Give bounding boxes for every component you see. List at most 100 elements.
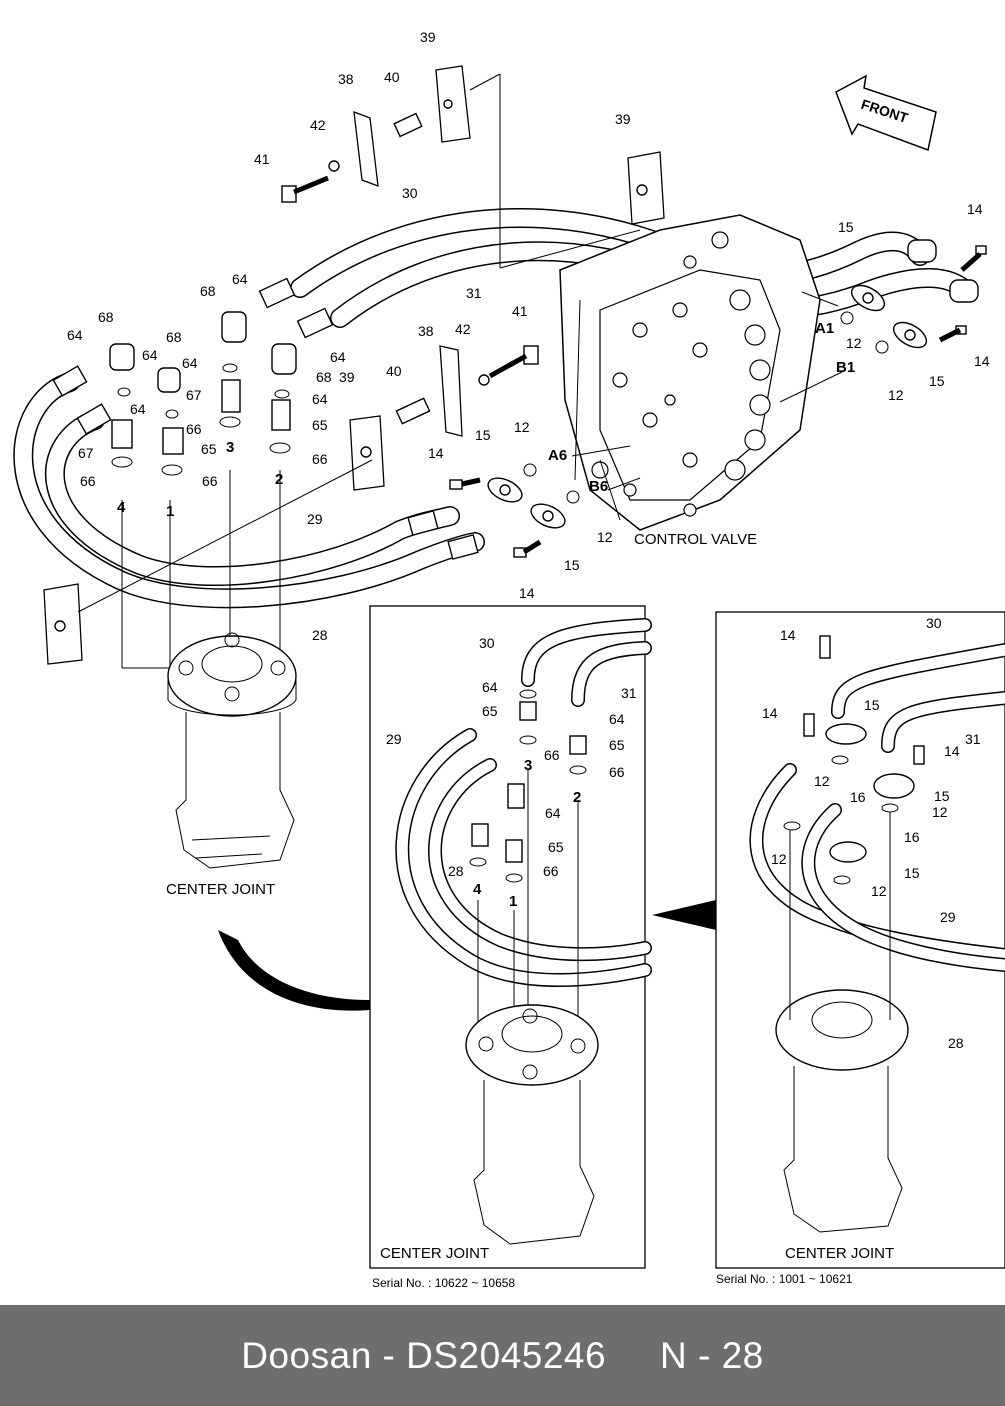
part-number-callout: 39	[339, 369, 355, 385]
part-number-callout: 30	[402, 185, 418, 201]
port-a6-label: A6	[548, 447, 567, 464]
part-number-callout: 68	[98, 309, 114, 325]
part-number-callout: 12	[871, 883, 887, 899]
inset-a-port-2-label: 2	[573, 789, 581, 806]
part-number-callout: 64	[182, 355, 198, 371]
part-number-callout: 15	[934, 788, 950, 804]
inset-a-port-1-label: 1	[509, 893, 517, 910]
leader-lines	[77, 73, 843, 669]
part-number-callout: 65	[482, 703, 498, 719]
part-number-callout: 64	[232, 271, 248, 287]
footer-bar: Doosan - DS2045246 N - 28	[0, 1305, 1005, 1406]
part-number-callout: 42	[455, 321, 471, 337]
part-number-callout: 67	[186, 387, 202, 403]
hose-end-fittings	[52, 239, 979, 560]
part-number-callout: 15	[904, 865, 920, 881]
callouts-inset-b: 14 30 14 15 31 14 12 16 15 12 16 12 15 1…	[762, 615, 981, 1051]
triangle-pointer-icon	[652, 900, 716, 930]
flanges	[449, 245, 987, 558]
part-number-callout: 65	[312, 417, 328, 433]
part-number-callout: 64	[312, 391, 328, 407]
part-number-callout: 66	[543, 863, 559, 879]
center-joint-inset-a-label: CENTER JOINT	[380, 1245, 489, 1262]
part-number-callout: 65	[609, 737, 625, 753]
part-number-callout: 66	[202, 473, 218, 489]
inset-a-port-3-label: 3	[524, 757, 532, 774]
part-number-callout: 29	[386, 731, 402, 747]
part-number-callout: 38	[418, 323, 434, 339]
part-number-callout: 66	[544, 747, 560, 763]
part-number-callout: 64	[130, 401, 146, 417]
part-number-callout: 12	[932, 804, 948, 820]
part-number-callout: 16	[850, 789, 866, 805]
part-number-callout: 38	[338, 71, 354, 87]
part-number-callout: 41	[254, 151, 270, 167]
fittings-left	[109, 311, 297, 476]
part-number-callout: 42	[310, 117, 326, 133]
part-number-callout: 12	[814, 773, 830, 789]
part-number-callout: 14	[944, 743, 960, 759]
inset-b-frame	[715, 611, 1005, 1269]
part-number-callout: 64	[330, 349, 346, 365]
control-valve-label: CONTROL VALVE	[634, 531, 757, 548]
part-number-callout: 30	[926, 615, 942, 631]
callouts-inset-a: 30 31 64 65 29 66 64 65 66 64 65 28 66	[386, 635, 637, 879]
port-b1-label: B1	[836, 359, 855, 376]
serial-b-label: Serial No. : 1001 ~ 10621	[716, 1272, 853, 1286]
center-joint-main	[167, 632, 297, 869]
part-number-callout: 29	[307, 511, 323, 527]
part-number-callout: 12	[771, 851, 787, 867]
part-number-callout: 68	[200, 283, 216, 299]
part-number-callout: 16	[904, 829, 920, 845]
part-number-callout: 29	[940, 909, 956, 925]
clamp-assembly-upper	[281, 65, 665, 225]
clamp-assembly-lower	[43, 345, 539, 665]
inset-a-drawing	[395, 618, 652, 1245]
port-2-label: 2	[275, 471, 283, 488]
part-number-callout: 68	[316, 369, 332, 385]
part-number-callout: 39	[420, 29, 436, 45]
part-number-callout: 64	[545, 805, 561, 821]
part-number-callout: 64	[67, 327, 83, 343]
inset-b-drawing	[749, 635, 1005, 1233]
part-number-callout: 14	[780, 627, 796, 643]
control-valve	[559, 214, 821, 531]
part-number-callout: 12	[888, 387, 904, 403]
part-number-callout: 31	[621, 685, 637, 701]
part-number-callout: 14	[428, 445, 444, 461]
part-number-callout: 28	[312, 627, 328, 643]
footer-title: Doosan - DS2045246 N - 28	[241, 1334, 764, 1376]
parts-diagram: FRONT CO	[13, 29, 1005, 1290]
part-number-callout: 66	[312, 451, 328, 467]
part-number-callout: 12	[597, 529, 613, 545]
part-number-callout: 65	[548, 839, 564, 855]
part-number-callout: 64	[142, 347, 158, 363]
curved-arrow-icon	[218, 930, 370, 1011]
part-number-callout: 40	[386, 363, 402, 379]
part-number-callout: 15	[475, 427, 491, 443]
part-number-callout: 14	[974, 353, 990, 369]
inset-a-port-4-label: 4	[473, 881, 482, 898]
part-number-callout: 15	[564, 557, 580, 573]
hose-28-29	[13, 372, 485, 609]
serial-a-label: Serial No. : 10622 ~ 10658	[372, 1276, 515, 1290]
part-number-callout: 68	[166, 329, 182, 345]
center-joint-inset-b-label: CENTER JOINT	[785, 1245, 894, 1262]
part-number-callout: 28	[448, 863, 464, 879]
part-number-callout: 14	[967, 201, 983, 217]
part-number-callout: 64	[609, 711, 625, 727]
port-b6-label: B6	[589, 478, 608, 495]
callouts-main: 39 38 40 42 41 39 30 31 64 68 68 64 64 6…	[67, 29, 990, 643]
part-number-callout: 66	[186, 421, 202, 437]
part-number-callout: 31	[466, 285, 482, 301]
part-number-callout: 15	[864, 697, 880, 713]
part-number-callout: 40	[384, 69, 400, 85]
part-number-callout: 28	[948, 1035, 964, 1051]
port-3-label: 3	[226, 439, 234, 456]
port-1-label: 1	[166, 503, 174, 520]
part-number-callout: 65	[201, 441, 217, 457]
port-a1-label: A1	[815, 320, 834, 337]
part-number-callout: 66	[609, 764, 625, 780]
part-number-callout: 31	[965, 731, 981, 747]
part-number-callout: 41	[512, 303, 528, 319]
